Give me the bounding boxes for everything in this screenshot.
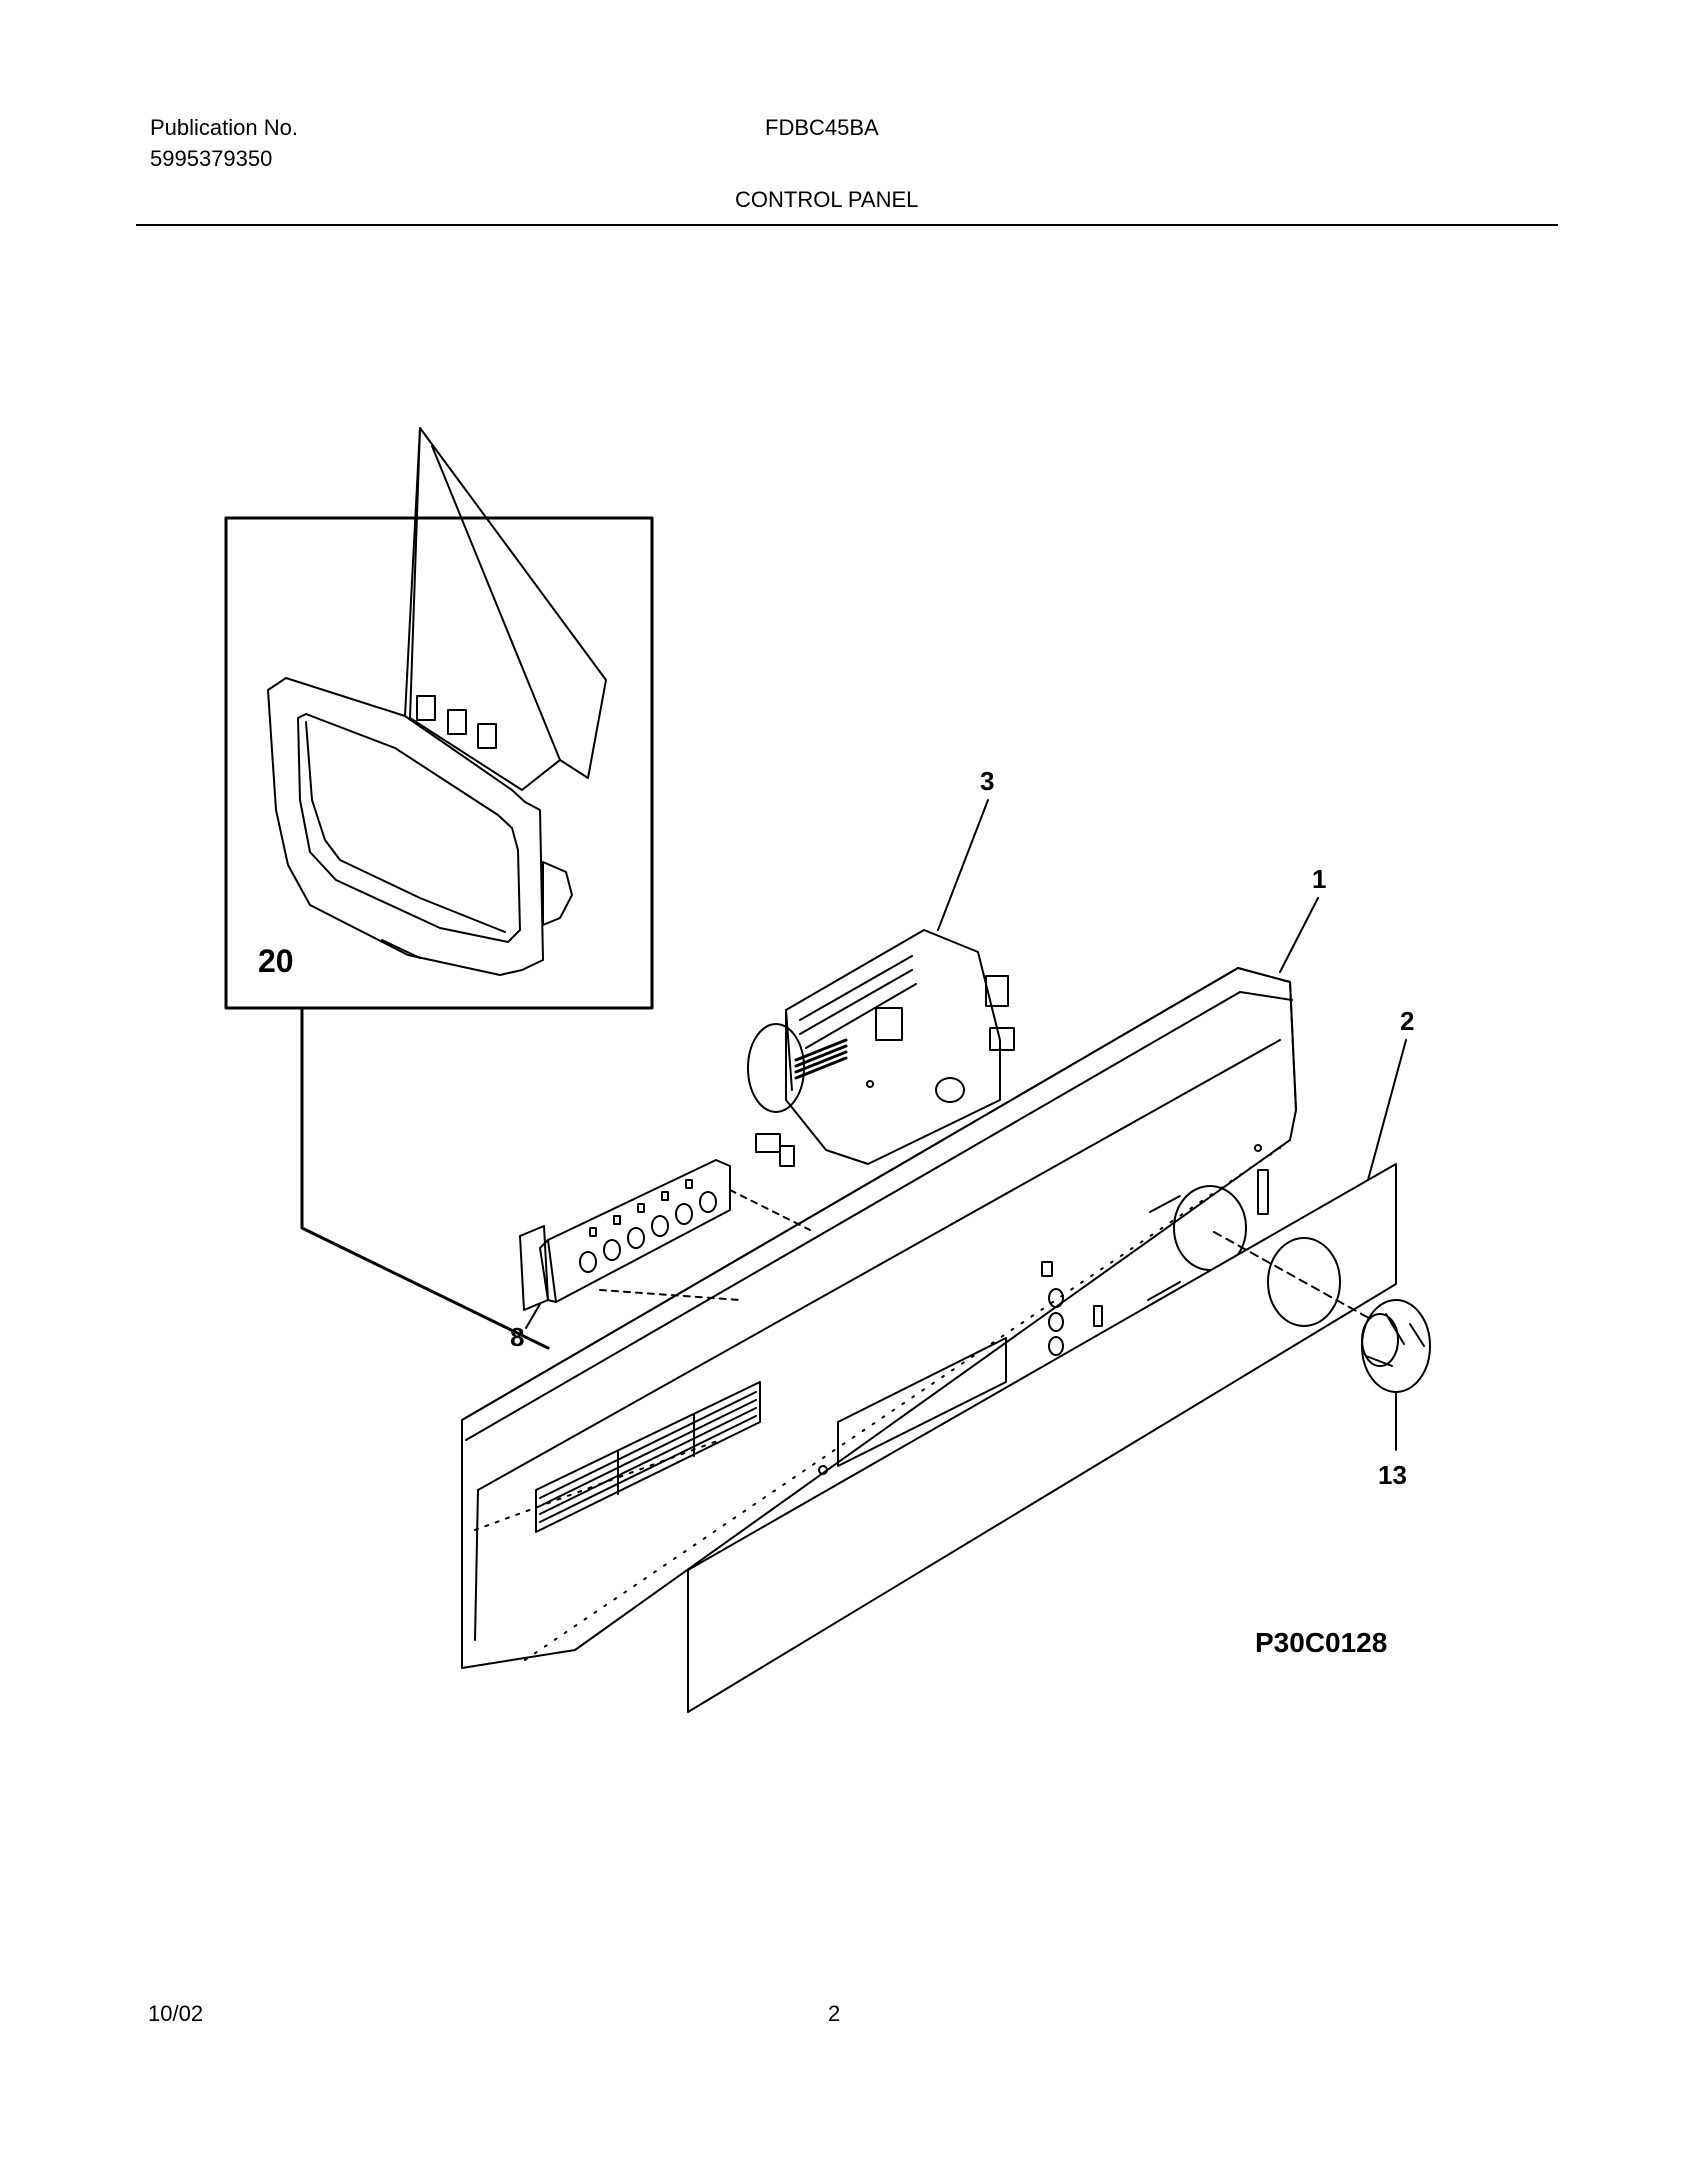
callout-13: 13 (1378, 1460, 1407, 1490)
callout-20: 20 (258, 943, 294, 979)
callout-2: 2 (1400, 1006, 1414, 1036)
switch-board-drawing (519, 1159, 731, 1311)
timer-drawing (747, 929, 1015, 1167)
revision-date: 10/02 (148, 2001, 204, 2026)
callout-1: 1 (1312, 864, 1326, 894)
callout-8: 8 (510, 1322, 524, 1352)
header-rule (136, 224, 1558, 226)
figure-code: P30C0128 (1255, 1627, 1387, 1658)
detergent-dispenser-drawing (267, 427, 607, 976)
publication-label: Publication No. (150, 115, 298, 140)
inset-detail-box: 20 (224, 427, 654, 1010)
inset-leader-line (300, 1006, 550, 1350)
publication-number: 5995379350 (150, 146, 273, 171)
section-title: CONTROL PANEL (735, 187, 919, 212)
knob-drawing (1361, 1299, 1431, 1393)
indicator-holes (1041, 1261, 1103, 1356)
overlay-drawing (687, 1163, 1397, 1713)
model-number: FDBC45BA (765, 115, 879, 140)
vent-grille (535, 1381, 761, 1533)
control-console-drawing (461, 967, 1297, 1669)
display-window (837, 1337, 1007, 1467)
callout-3: 3 (980, 766, 994, 796)
page-number: 2 (828, 2001, 841, 2026)
